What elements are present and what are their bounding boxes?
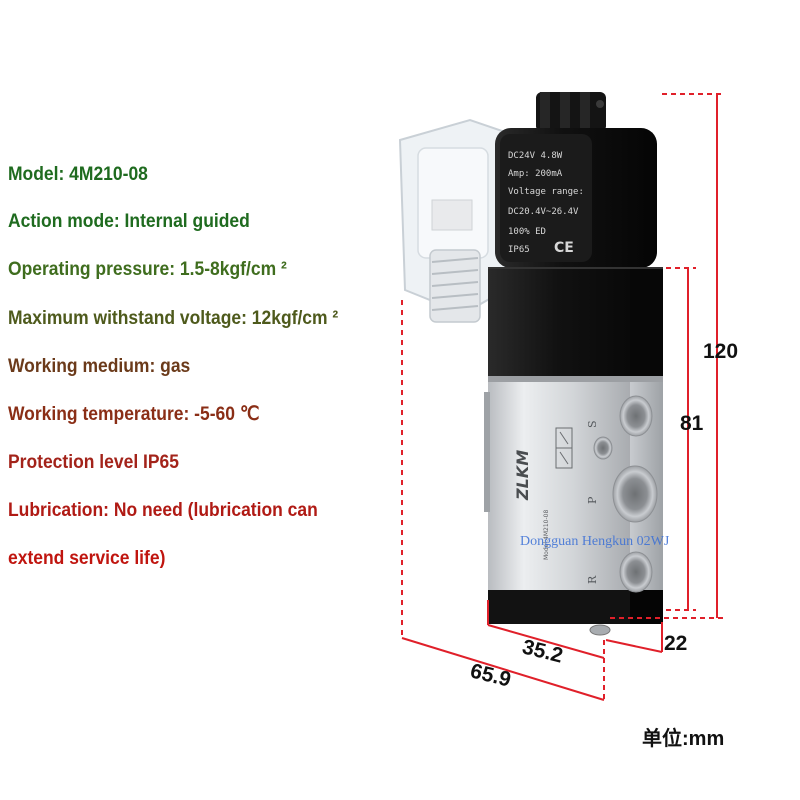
body-model-text: Model:4M210-08 [543, 510, 550, 560]
pilot-block [488, 267, 663, 376]
coil-label-line2: Amp: 200mA [508, 169, 563, 179]
watermark: Dongguan Hengkun 02WJ [520, 534, 670, 549]
ce-mark-icon: CE [554, 240, 574, 256]
solenoid-coil [495, 128, 657, 268]
connector-housing [398, 118, 506, 323]
spec-protection-level: Protection level IP65 [8, 452, 179, 473]
dim-height-body: 81 [680, 412, 704, 435]
port-label-s: S [586, 420, 599, 428]
coil-label-line5: 100% ED [508, 227, 546, 237]
valve-symbol-icon [555, 427, 573, 469]
spec-lubrication: Lubrication: No need (lubrication can [8, 500, 318, 521]
spec-model: Model: 4M210-08 [8, 164, 148, 185]
spec-working-temperature: Working temperature: -5-60 ℃ [8, 404, 260, 425]
port-holes [593, 395, 658, 593]
dim-height-total: 120 [703, 340, 739, 363]
port-label-r: R [586, 575, 599, 584]
coil-label-line6: IP65 [508, 245, 530, 255]
spec-max-voltage: Maximum withstand voltage: 12kgf/cm ² [8, 308, 339, 329]
unit-label: 单位:mm [642, 728, 725, 750]
coil-label-line3: Voltage range: [508, 187, 584, 197]
spec-working-medium: Working medium: gas [8, 356, 191, 377]
body-brand-logo: ZLKM [513, 450, 532, 501]
dim-depth: 22 [664, 632, 688, 655]
end-cap [488, 590, 663, 636]
port-label-p: P [586, 496, 599, 504]
spec-action-mode: Action mode: Internal guided [8, 211, 250, 232]
spec-operating-pressure: Operating pressure: 1.5-8kgf/cm ² [8, 259, 287, 280]
coil-nut [536, 92, 606, 132]
coil-label-line1: DC24V 4.8W [508, 151, 563, 161]
coil-label-line4: DC20.4V~26.4V [508, 207, 579, 217]
spec-lubrication-cont: extend service life) [8, 548, 166, 569]
